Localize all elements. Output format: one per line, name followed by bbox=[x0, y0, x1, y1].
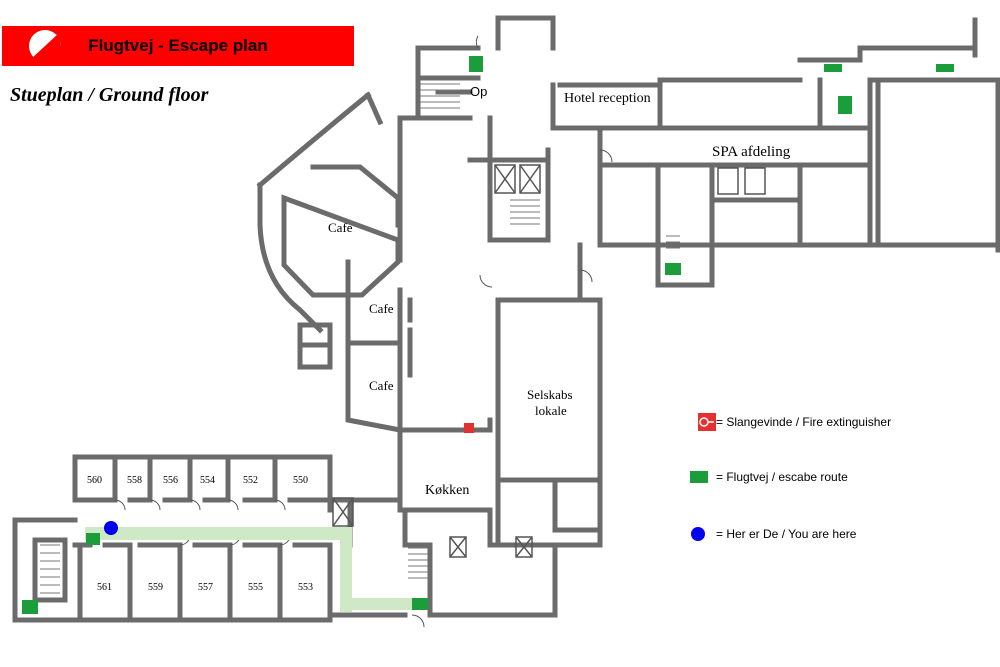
room-550: 550 bbox=[293, 475, 308, 486]
escape-route bbox=[85, 527, 425, 612]
floor-title: Stueplan / Ground floor bbox=[10, 84, 209, 106]
room-558: 558 bbox=[127, 475, 142, 486]
room-554: 554 bbox=[200, 475, 215, 486]
you-are-here-dot bbox=[104, 521, 118, 535]
page-title: Flugtvej - Escape plan bbox=[88, 36, 268, 55]
room-561: 561 bbox=[97, 582, 112, 593]
legend-fire-hose-label: = Slangevinde / Fire extinguisher bbox=[716, 415, 892, 429]
legend-you-are-here-label: = Her er De / You are here bbox=[716, 527, 857, 541]
escape-signs bbox=[22, 56, 954, 614]
room-555: 555 bbox=[248, 582, 263, 593]
label-cafe-2: Cafe bbox=[369, 301, 394, 316]
label-spa: SPA afdeling bbox=[712, 144, 791, 160]
title-banner: Flugtvej - Escape plan bbox=[2, 26, 354, 66]
walls bbox=[12, 15, 1000, 623]
half-circle-logo bbox=[29, 30, 62, 63]
label-cafe-3: Cafe bbox=[369, 378, 394, 393]
label-op: Op bbox=[470, 84, 488, 99]
legend-escape: = Flugtvej / escabe route bbox=[690, 465, 848, 489]
stairs bbox=[40, 83, 680, 594]
label-kokken: Køkken bbox=[425, 483, 470, 498]
label-cafe-1: Cafe bbox=[328, 220, 353, 235]
label-lokale: lokale bbox=[535, 403, 567, 418]
room-553: 553 bbox=[298, 582, 313, 593]
legend-escape-label: = Flugtvej / escabe route bbox=[716, 470, 848, 484]
lift-shafts bbox=[332, 164, 766, 558]
room-557: 557 bbox=[198, 582, 213, 593]
room-556: 556 bbox=[163, 475, 178, 486]
room-560: 560 bbox=[87, 475, 102, 486]
room-559: 559 bbox=[148, 582, 163, 593]
label-hotel-reception: Hotel reception bbox=[564, 91, 651, 106]
room-552: 552 bbox=[243, 475, 258, 486]
fire-hose-marker bbox=[464, 413, 716, 433]
legend-you-are-here: = Her er De / You are here bbox=[690, 522, 856, 546]
legend-fire-hose: = Slangevinde / Fire extinguisher bbox=[690, 410, 891, 434]
label-selskabs: Selskabs bbox=[527, 387, 573, 402]
legend-you-are-here-dot bbox=[691, 527, 705, 541]
